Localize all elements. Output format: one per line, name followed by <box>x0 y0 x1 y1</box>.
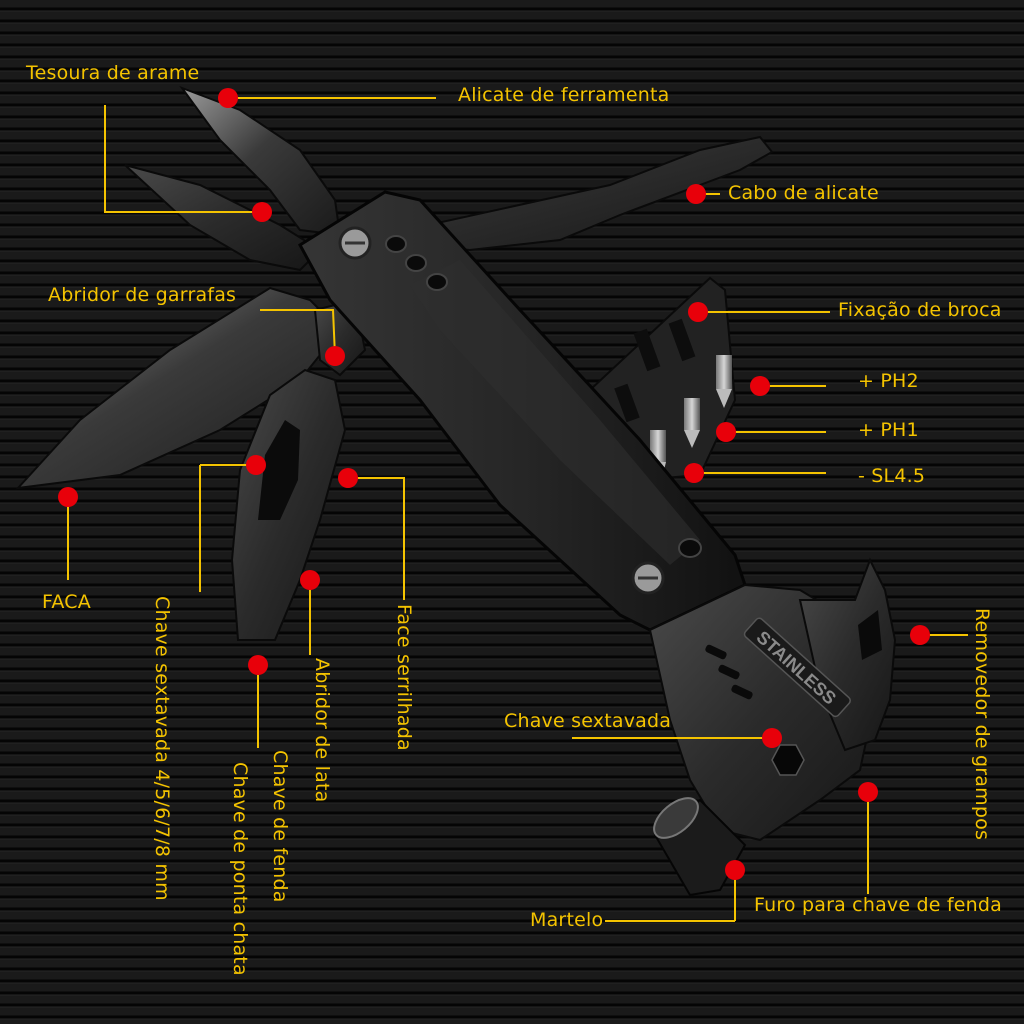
label-bottle-opener: Abridor de garrafas <box>48 284 237 306</box>
label-flat-screwdriver: Chave de ponta chata <box>229 762 251 976</box>
label-staple-remover: Removedor de grampos <box>971 608 993 841</box>
marker-bottle-opener <box>325 346 345 366</box>
label-ph2: + PH2 <box>858 370 919 392</box>
marker-hex-wrench <box>762 728 782 748</box>
wrench-slot <box>258 420 300 520</box>
wrench-tool <box>230 368 347 641</box>
label-knife: FACA <box>42 591 91 613</box>
marker-tool-pliers <box>218 88 238 108</box>
marker-ph2 <box>750 376 770 396</box>
hammer-slots <box>705 644 753 700</box>
marker-wire-cutter <box>252 202 272 222</box>
marker-bit-holder <box>688 302 708 322</box>
label-hex-wrench: Chave sextavada <box>504 710 672 732</box>
marker-staple-remover <box>910 625 930 645</box>
markers <box>58 88 930 880</box>
marker-screwdriver <box>248 655 268 675</box>
marker-screwdriver-hole <box>858 782 878 802</box>
stamp-plate <box>743 617 851 718</box>
marker-sl45 <box>684 463 704 483</box>
claw-notch <box>858 610 882 660</box>
label-wire-cutter: Tesoura de arame <box>26 62 200 84</box>
label-ph1: + PH1 <box>858 419 919 441</box>
marker-can-opener <box>300 570 320 590</box>
marker-pliers-handle <box>686 184 706 204</box>
marker-serrated-face <box>338 468 358 488</box>
label-hammer: Martelo <box>530 909 604 931</box>
bit-ph2 <box>716 355 732 408</box>
handle-grip-holes <box>385 235 702 558</box>
bit-holder-slots <box>614 318 696 423</box>
handle-screw-bottom <box>631 561 665 595</box>
label-can-opener: Abridor de lata <box>311 658 333 803</box>
label-sl45: - SL4.5 <box>858 465 926 487</box>
label-tool-pliers: Alicate de ferramenta <box>458 84 670 106</box>
label-hex-wrench-sizes: Chave sextavada 4/5/6/7/8 mm <box>151 596 173 901</box>
hex-wrench-hole <box>771 744 805 776</box>
label-screwdriver-hole: Furo para chave de fenda <box>754 894 1003 916</box>
handle-screw-top <box>338 226 372 260</box>
handle-inner-panel <box>410 260 700 565</box>
hammer-claw <box>798 557 897 752</box>
bit-ph1 <box>684 398 700 448</box>
marker-hammer <box>725 860 745 880</box>
label-screwdriver: Chave de fenda <box>269 750 291 903</box>
marker-ph1 <box>716 422 736 442</box>
label-pliers-handle: Cabo de alicate <box>728 182 879 204</box>
label-bit-holder: Fixação de broca <box>838 299 1002 321</box>
pliers-handle <box>359 135 774 252</box>
label-serrated-face: Face serrilhada <box>393 604 415 751</box>
marker-knife <box>58 487 78 507</box>
hammer-face <box>653 797 747 897</box>
marker-hex-wrench-sizes <box>246 455 266 475</box>
